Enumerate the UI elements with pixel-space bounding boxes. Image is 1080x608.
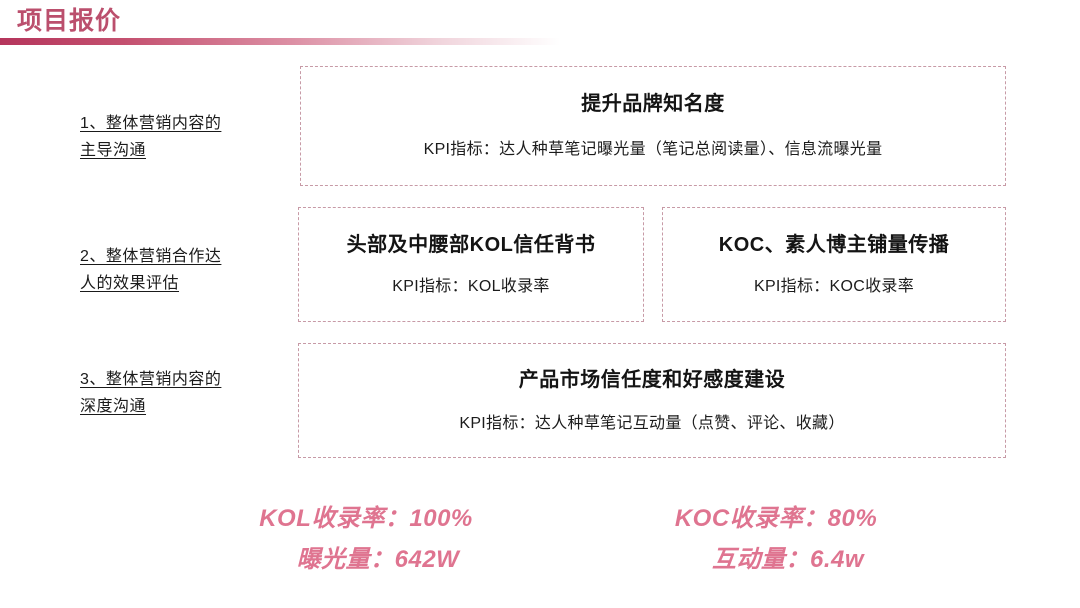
step-1-line-2: 主导沟通: [80, 142, 147, 159]
metric-kol-exposure: 曝光量：642W: [296, 546, 460, 573]
step-3-line-2: 深度沟通: [80, 398, 147, 415]
step-item-2: 2、整体营销合作达 人的效果评估: [80, 243, 290, 297]
kpi-box-trust-indicator: KPI指标：达人种草笔记互动量（点赞、评论、收藏）: [459, 414, 845, 432]
metrics-group-koc: KOC收录率：80% 互动量：6.4w: [626, 498, 926, 580]
kpi-box-trust-title: 产品市场信任度和好感度建设: [518, 368, 786, 391]
step-2-line-1: 2、整体营销合作达: [80, 248, 222, 265]
page-title: 项目报价: [17, 7, 122, 35]
kpi-box-koc-distribution: KOC、素人博主铺量传播 KPI指标：KOC收录率: [662, 207, 1006, 322]
metric-koc-interaction: 互动量：6.4w: [711, 546, 865, 573]
metrics-group-kol: KOL收录率：100% 曝光量：642W: [216, 498, 516, 580]
title-gradient-underline: [0, 38, 560, 45]
kpi-box-kol-indicator: KPI指标：KOL收录率: [392, 277, 550, 295]
kpi-box-koc-title: KOC、素人博主铺量传播: [718, 233, 950, 256]
kpi-box-market-trust: 产品市场信任度和好感度建设 KPI指标：达人种草笔记互动量（点赞、评论、收藏）: [298, 343, 1006, 458]
kpi-box-brand-indicator: KPI指标：达人种草笔记曝光量（笔记总阅读量）、信息流曝光量: [423, 141, 883, 158]
kpi-box-kol-title: 头部及中腰部KOL信任背书: [346, 233, 596, 256]
kpi-box-brand-awareness: 提升品牌知名度 KPI指标：达人种草笔记曝光量（笔记总阅读量）、信息流曝光量: [300, 66, 1006, 186]
step-item-3: 3、整体营销内容的 深度沟通: [80, 366, 290, 420]
step-2-line-2: 人的效果评估: [80, 275, 180, 292]
metric-kol-inclusion-rate: KOL收录率：100%: [259, 505, 473, 532]
step-1-line-1: 1、整体营销内容的: [80, 115, 222, 132]
kpi-box-koc-indicator: KPI指标：KOC收录率: [753, 277, 915, 295]
page-header: 项目报价: [0, 0, 1080, 48]
step-3-line-1: 3、整体营销内容的: [80, 371, 222, 388]
metric-koc-inclusion-rate: KOC收录率：80%: [674, 505, 878, 532]
kpi-box-kol-endorsement: 头部及中腰部KOL信任背书 KPI指标：KOL收录率: [298, 207, 644, 322]
kpi-box-brand-title: 提升品牌知名度: [581, 93, 725, 115]
step-item-1: 1、整体营销内容的 主导沟通: [80, 110, 290, 164]
